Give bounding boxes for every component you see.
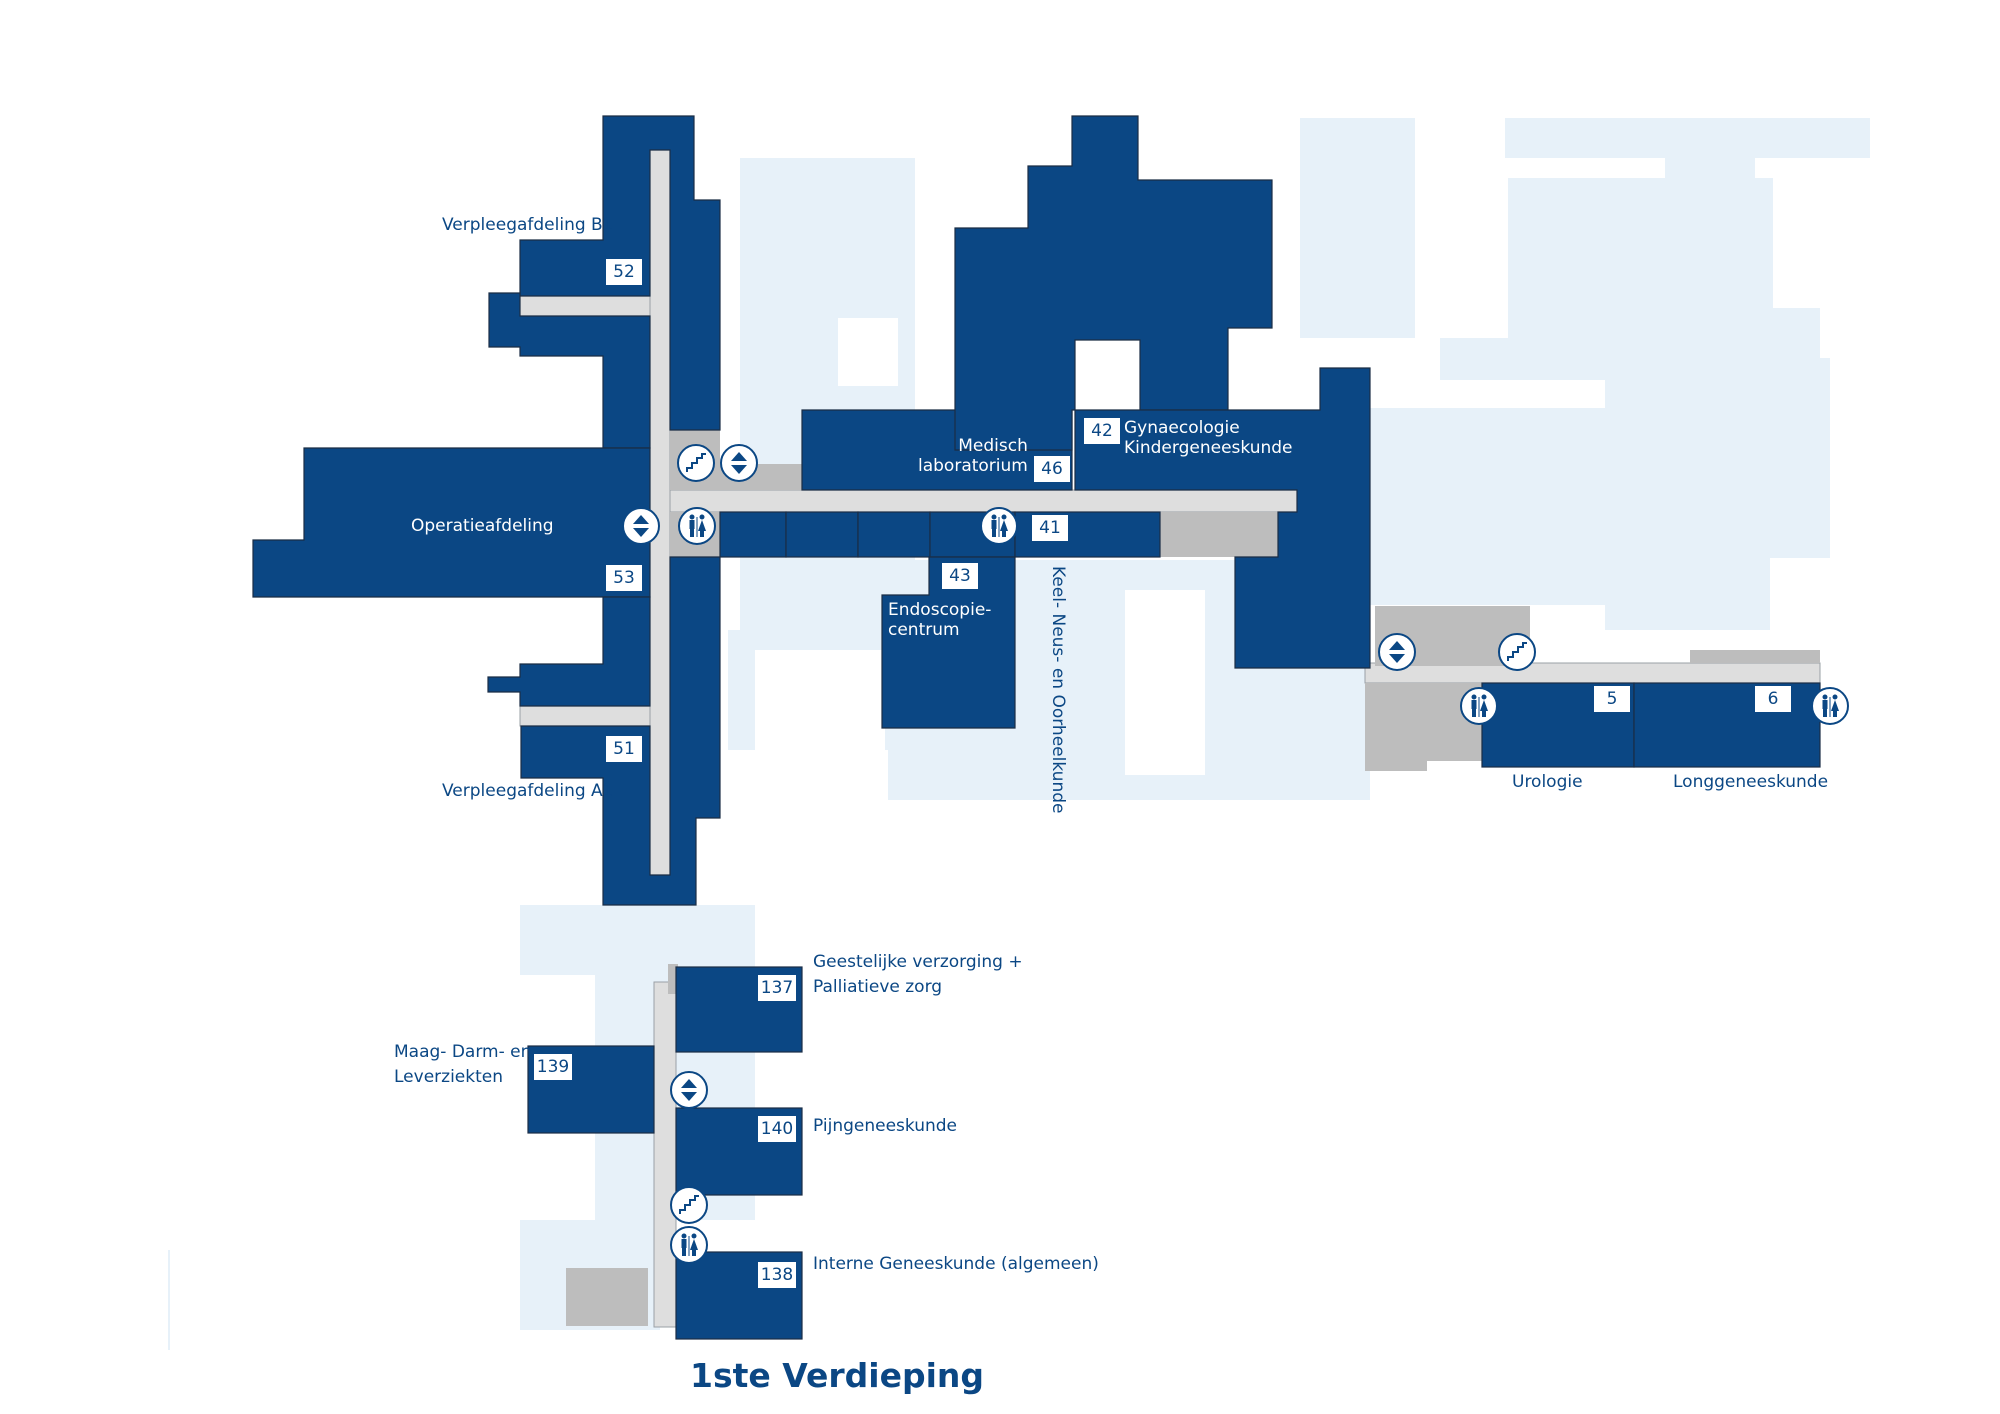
stairs-icon [1498,633,1536,671]
room-number-139: 139 [534,1054,572,1080]
label-medisch-laboratorium: Medisch laboratorium [918,436,1028,476]
room-number-43: 43 [942,563,978,589]
toilet-icon [1460,687,1498,725]
room-number-6: 6 [1755,686,1791,712]
label-gynaecologie-kindergeneeskunde: Gynaecologie Kindergeneeskunde [1124,418,1293,458]
label-keel-neus-oorheelkunde: Keel- Neus- en Oorheelkunde [1048,566,1068,814]
label-verpleegafdeling-b1: Verpleegafdeling B1 [442,215,614,235]
label-line: Geestelijke verzorging + [813,952,1023,972]
label-urologie: Urologie [1512,772,1583,792]
label-line: Kindergeneeskunde [1124,438,1293,458]
elevator-icon [1378,633,1416,671]
room-number-53: 53 [606,565,642,591]
label-pijngeneeskunde: Pijngeneeskunde [813,1116,958,1136]
label-line: Endoscopie- [888,600,992,620]
stairs-icon [677,444,715,482]
room-number-51: 51 [606,736,642,762]
room-number-41: 41 [1032,515,1068,541]
room-number-42: 42 [1084,418,1120,444]
room-number-46: 46 [1034,456,1070,482]
label-geestelijke-verzorging: Geestelijke verzorging + Palliatieve zor… [813,950,1023,1000]
room-number-138: 138 [758,1262,796,1288]
room-number-140: 140 [758,1116,796,1142]
floor-title: 1ste Verdieping [690,1356,985,1395]
room-number-52: 52 [606,259,642,285]
label-longgeneeskunde: Longgeneeskunde [1673,772,1829,792]
label-line: Medisch [958,436,1028,456]
room-number-137: 137 [758,975,796,1001]
label-line: Maag- Darm- en [394,1042,532,1062]
label-line: Palliatieve zorg [813,977,943,997]
label-verpleegafdeling-a1: Verpleegafdeling A1 [442,781,614,801]
label-interne-geneeskunde: Interne Geneeskunde (algemeen) [813,1254,1099,1274]
label-line: Leverziekten [394,1067,503,1087]
label-line: laboratorium [918,456,1028,476]
label-operatieafdeling: Operatieafdeling [411,516,554,536]
elevator-icon [622,507,660,545]
stairs-icon [670,1186,708,1224]
departments [252,115,1821,1340]
elevator-icon [720,444,758,482]
toilet-icon [1811,687,1849,725]
label-line: Gynaecologie [1124,418,1240,438]
elevator-icon [670,1071,708,1109]
label-line: centrum [888,620,960,640]
label-maag-darm-leverziekten: Maag- Darm- en Leverziekten [394,1040,531,1090]
toilet-icon [678,507,716,545]
toilet-icon [980,507,1018,545]
room-number-5: 5 [1594,686,1630,712]
toilet-icon [670,1226,708,1264]
label-endoscopie-centrum: Endoscopie- centrum [888,600,991,640]
